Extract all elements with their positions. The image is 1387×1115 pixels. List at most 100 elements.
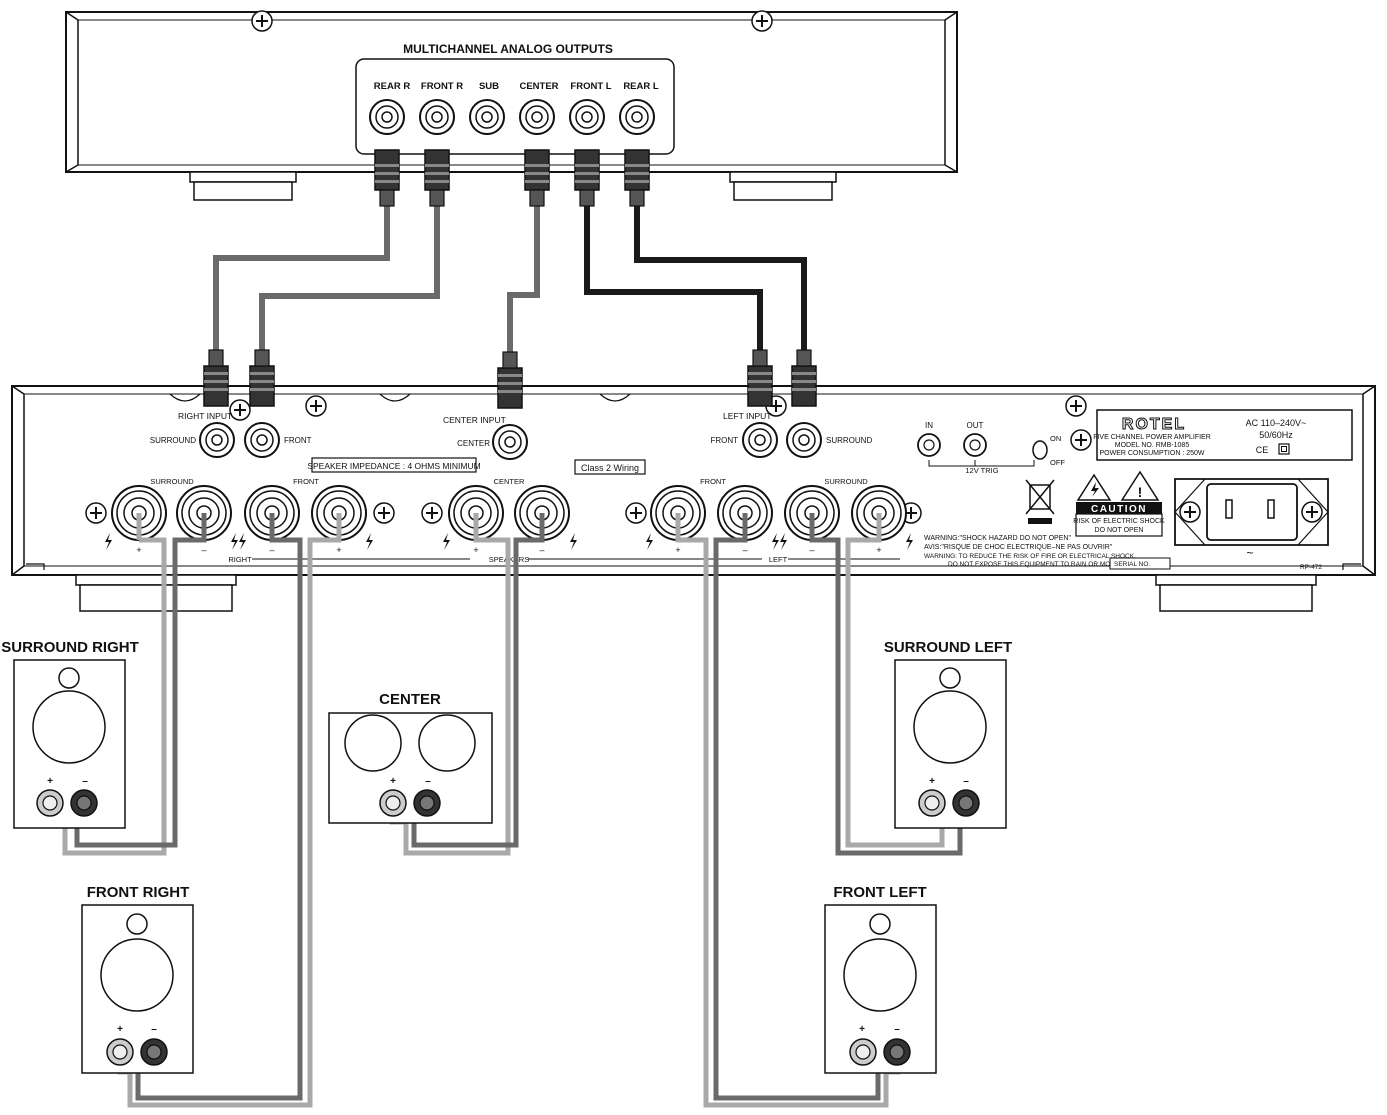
svg-text:–: – <box>82 776 88 787</box>
interconnect-cables <box>213 200 807 352</box>
svg-text:+: + <box>929 776 935 787</box>
speaker-label-surround-left: SURROUND LEFT <box>884 639 1012 656</box>
svg-text:SURROUND: SURROUND <box>150 477 194 486</box>
caution-label: ! CAUTION RISK OF ELECTRIC SHOCK DO NOT … <box>1073 470 1165 537</box>
svg-text:–: – <box>539 545 544 555</box>
speaker-front-left: FRONT LEFT + – <box>824 884 937 1074</box>
svg-text:–: – <box>894 1024 900 1035</box>
svg-text:+: + <box>675 545 680 555</box>
left-input-label: LEFT INPUT <box>723 411 772 421</box>
svg-text:+: + <box>859 1024 865 1035</box>
svg-text:FRONT: FRONT <box>284 436 312 445</box>
output-label-center: CENTER <box>519 81 558 92</box>
svg-text:CAUTION: CAUTION <box>1091 504 1147 515</box>
weee-bin-icon <box>1025 479 1055 524</box>
svg-text:WARNING:"SHOCK HAZARD DO NOT O: WARNING:"SHOCK HAZARD DO NOT OPEN" <box>924 535 1071 542</box>
svg-text:12V TRIG: 12V TRIG <box>965 466 998 475</box>
source-foot-left <box>189 171 297 183</box>
input-jack-front-r <box>244 422 280 458</box>
sub-output-jack <box>469 99 505 135</box>
input-jack-surround-r <box>199 422 235 458</box>
svg-text:SURROUND: SURROUND <box>824 477 868 486</box>
right-input-label: RIGHT INPUT <box>178 411 232 421</box>
cable-front-r <box>259 200 440 350</box>
amplifier-unit: RIGHT INPUT CENTER INPUT LEFT INPUT SURR… <box>11 385 1376 612</box>
center-input-label: CENTER INPUT <box>443 415 506 425</box>
svg-text:SERIAL NO.: SERIAL NO. <box>1114 561 1150 568</box>
svg-text:CENTER: CENTER <box>494 477 525 486</box>
svg-text:CE: CE <box>1256 445 1269 455</box>
svg-text:OFF: OFF <box>1050 458 1065 467</box>
impedance-note: SPEAKER IMPEDANCE : 4 OHMS MINIMUM <box>307 461 480 471</box>
output-label-sub: SUB <box>479 81 499 92</box>
output-label-rear-l: REAR L <box>623 81 659 92</box>
cable-rear-l <box>634 200 807 350</box>
svg-text:+: + <box>47 776 53 787</box>
input-jack-center <box>492 424 528 460</box>
speaker-label-center: CENTER <box>379 691 441 708</box>
svg-text:POWER CONSUMPTION : 250W: POWER CONSUMPTION : 250W <box>1099 450 1204 457</box>
svg-text:AC 110–240V~: AC 110–240V~ <box>1246 418 1307 428</box>
svg-text:+: + <box>336 545 341 555</box>
speaker-label-surround-right: SURROUND RIGHT <box>1 639 139 656</box>
output-label-front-l: FRONT L <box>570 81 611 92</box>
input-jack-surround-l <box>786 422 822 458</box>
svg-text:MODEL NO. RMB-1085: MODEL NO. RMB-1085 <box>1115 442 1190 449</box>
svg-text:DO NOT OPEN: DO NOT OPEN <box>1095 527 1144 534</box>
svg-text:DO NOT EXPOSE THIS EQUIPMENT T: DO NOT EXPOSE THIS EQUIPMENT TO RAIN OR … <box>948 561 1136 568</box>
speaker-surround-left: SURROUND LEFT + – <box>884 639 1012 829</box>
class2-wiring: Class 2 Wiring <box>581 463 639 473</box>
svg-text:–: – <box>151 1024 157 1035</box>
svg-text:FIVE CHANNEL POWER AMPLIFIER: FIVE CHANNEL POWER AMPLIFIER <box>1093 434 1211 441</box>
cable-rear-r <box>213 200 390 350</box>
nameplate <box>1096 409 1353 461</box>
svg-text:OUT: OUT <box>967 421 984 430</box>
svg-text:–: – <box>425 776 431 787</box>
ac-power-inlet <box>1174 478 1329 546</box>
impedance-box <box>311 457 477 473</box>
ac-symbol: ~ <box>1246 546 1253 560</box>
svg-text:–: – <box>201 545 206 555</box>
svg-text:–: – <box>809 545 814 555</box>
cable-center <box>507 200 540 352</box>
svg-text:IN: IN <box>925 421 933 430</box>
cable-front-l <box>584 200 763 350</box>
svg-text:+: + <box>136 545 141 555</box>
speaker-front-right: FRONT RIGHT + – <box>81 884 194 1074</box>
svg-text:FRONT: FRONT <box>700 477 726 486</box>
output-label-rear-r: REAR R <box>374 81 411 92</box>
svg-text:WARNING: TO REDUCE THE RISK OF: WARNING: TO REDUCE THE RISK OF FIRE OR E… <box>924 553 1136 560</box>
svg-text:SURROUND: SURROUND <box>150 436 196 445</box>
source-foot-right <box>729 171 837 183</box>
input-jack-front-l <box>742 422 778 458</box>
svg-text:–: – <box>742 545 747 555</box>
speaker-label-front-left: FRONT LEFT <box>833 884 926 901</box>
speaker-label-front-right: FRONT RIGHT <box>87 884 190 901</box>
svg-text:+: + <box>117 1024 123 1035</box>
svg-text:+: + <box>473 545 478 555</box>
trigger-switch <box>1032 440 1048 460</box>
speaker-center: CENTER + – <box>328 691 493 824</box>
class2-box <box>574 459 646 475</box>
svg-text:FRONT: FRONT <box>293 477 319 486</box>
svg-text:–: – <box>963 776 969 787</box>
svg-text:!: ! <box>1138 484 1143 500</box>
brand-logo: ROTEL <box>1122 416 1186 433</box>
source-title: MULTICHANNEL ANALOG OUTPUTS <box>403 42 613 56</box>
svg-text:SURROUND: SURROUND <box>826 436 872 445</box>
svg-text:AVIS:"RISQUE DE CHOC ELECTRIQU: AVIS:"RISQUE DE CHOC ELECTRIQUE–NE PAS O… <box>924 544 1113 551</box>
svg-text:+: + <box>876 545 881 555</box>
svg-text:RIGHT: RIGHT <box>228 555 252 564</box>
svg-text:LEFT: LEFT <box>769 555 788 564</box>
svg-text:FRONT: FRONT <box>710 436 738 445</box>
svg-text:50/60Hz: 50/60Hz <box>1259 430 1293 440</box>
output-label-front-r: FRONT R <box>421 81 463 92</box>
source-unit: MULTICHANNEL ANALOG OUTPUTS REAR R FRONT… <box>65 10 958 201</box>
speaker-surround-right: SURROUND RIGHT + – <box>1 639 139 829</box>
svg-text:–: – <box>269 545 274 555</box>
svg-text:+: + <box>390 776 396 787</box>
svg-text:RISK OF ELECTRIC SHOCK: RISK OF ELECTRIC SHOCK <box>1073 518 1165 525</box>
svg-text:CENTER: CENTER <box>457 439 490 448</box>
svg-text:ON: ON <box>1050 434 1061 443</box>
